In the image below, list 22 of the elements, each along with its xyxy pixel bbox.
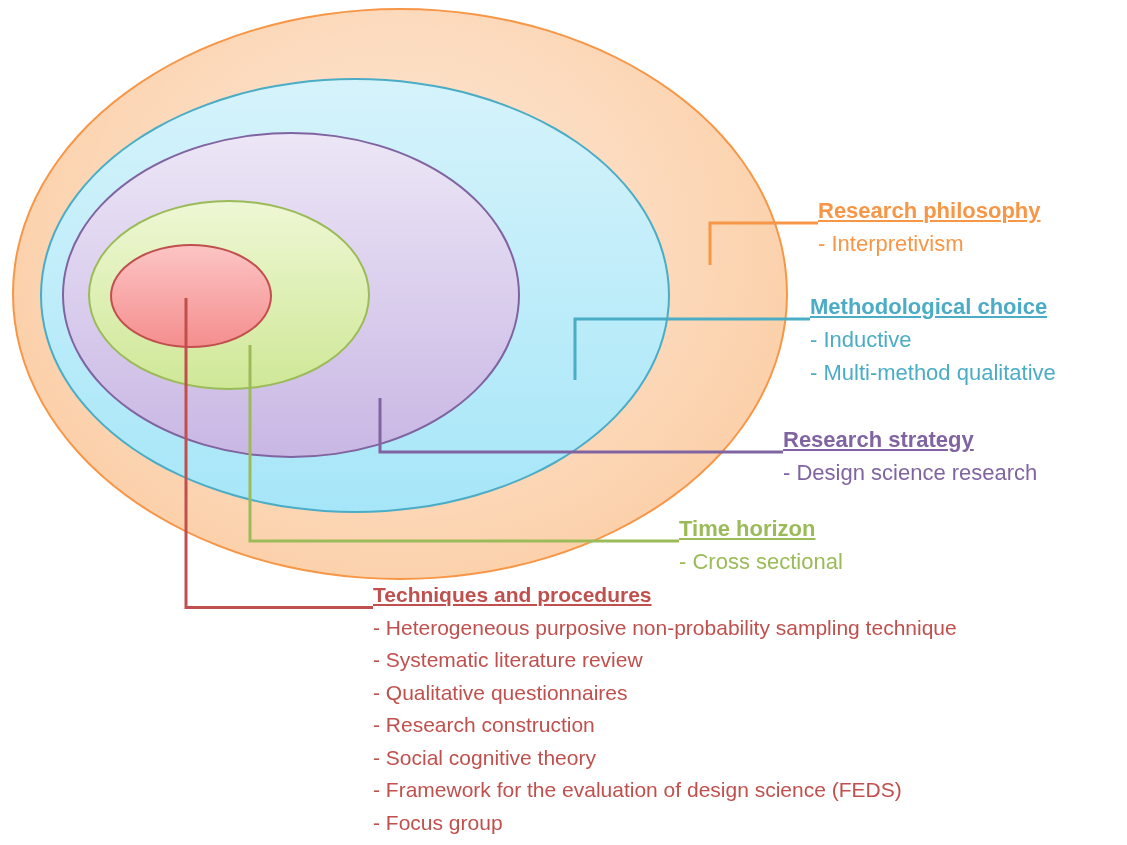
list-item: - Social cognitive theory xyxy=(373,744,597,771)
leader-line xyxy=(248,345,679,543)
list-item: - Focus group xyxy=(373,809,504,836)
list-item: - Inductive xyxy=(810,326,913,354)
leader-line xyxy=(184,298,373,609)
leader-line xyxy=(573,317,810,380)
leader-line xyxy=(708,221,818,265)
heading-text: Methodological choice xyxy=(810,293,1049,321)
list-item: - Design science research xyxy=(783,459,1038,487)
list-item: - Heterogeneous purposive non-probability sampling technique xyxy=(373,614,957,641)
heading-text: Time horizon xyxy=(679,515,817,543)
list-item: - Cross sectional xyxy=(679,548,843,576)
heading-text: Techniques and procedures xyxy=(373,582,653,608)
heading-text: Research strategy xyxy=(783,426,975,454)
list-item: - Interpretivism xyxy=(818,230,965,258)
list-item: - Multi-method qualitative xyxy=(810,359,1056,387)
list-item: - Research construction xyxy=(373,712,596,738)
leader-line xyxy=(378,398,783,454)
list-item: - Qualitative questionnaires xyxy=(373,679,629,706)
list-item: - Systematic literature review xyxy=(373,647,644,673)
list-item: - Framework for the evaluation of design science (FEDS) xyxy=(373,777,903,803)
heading-text: Research philosophy xyxy=(818,197,1041,225)
